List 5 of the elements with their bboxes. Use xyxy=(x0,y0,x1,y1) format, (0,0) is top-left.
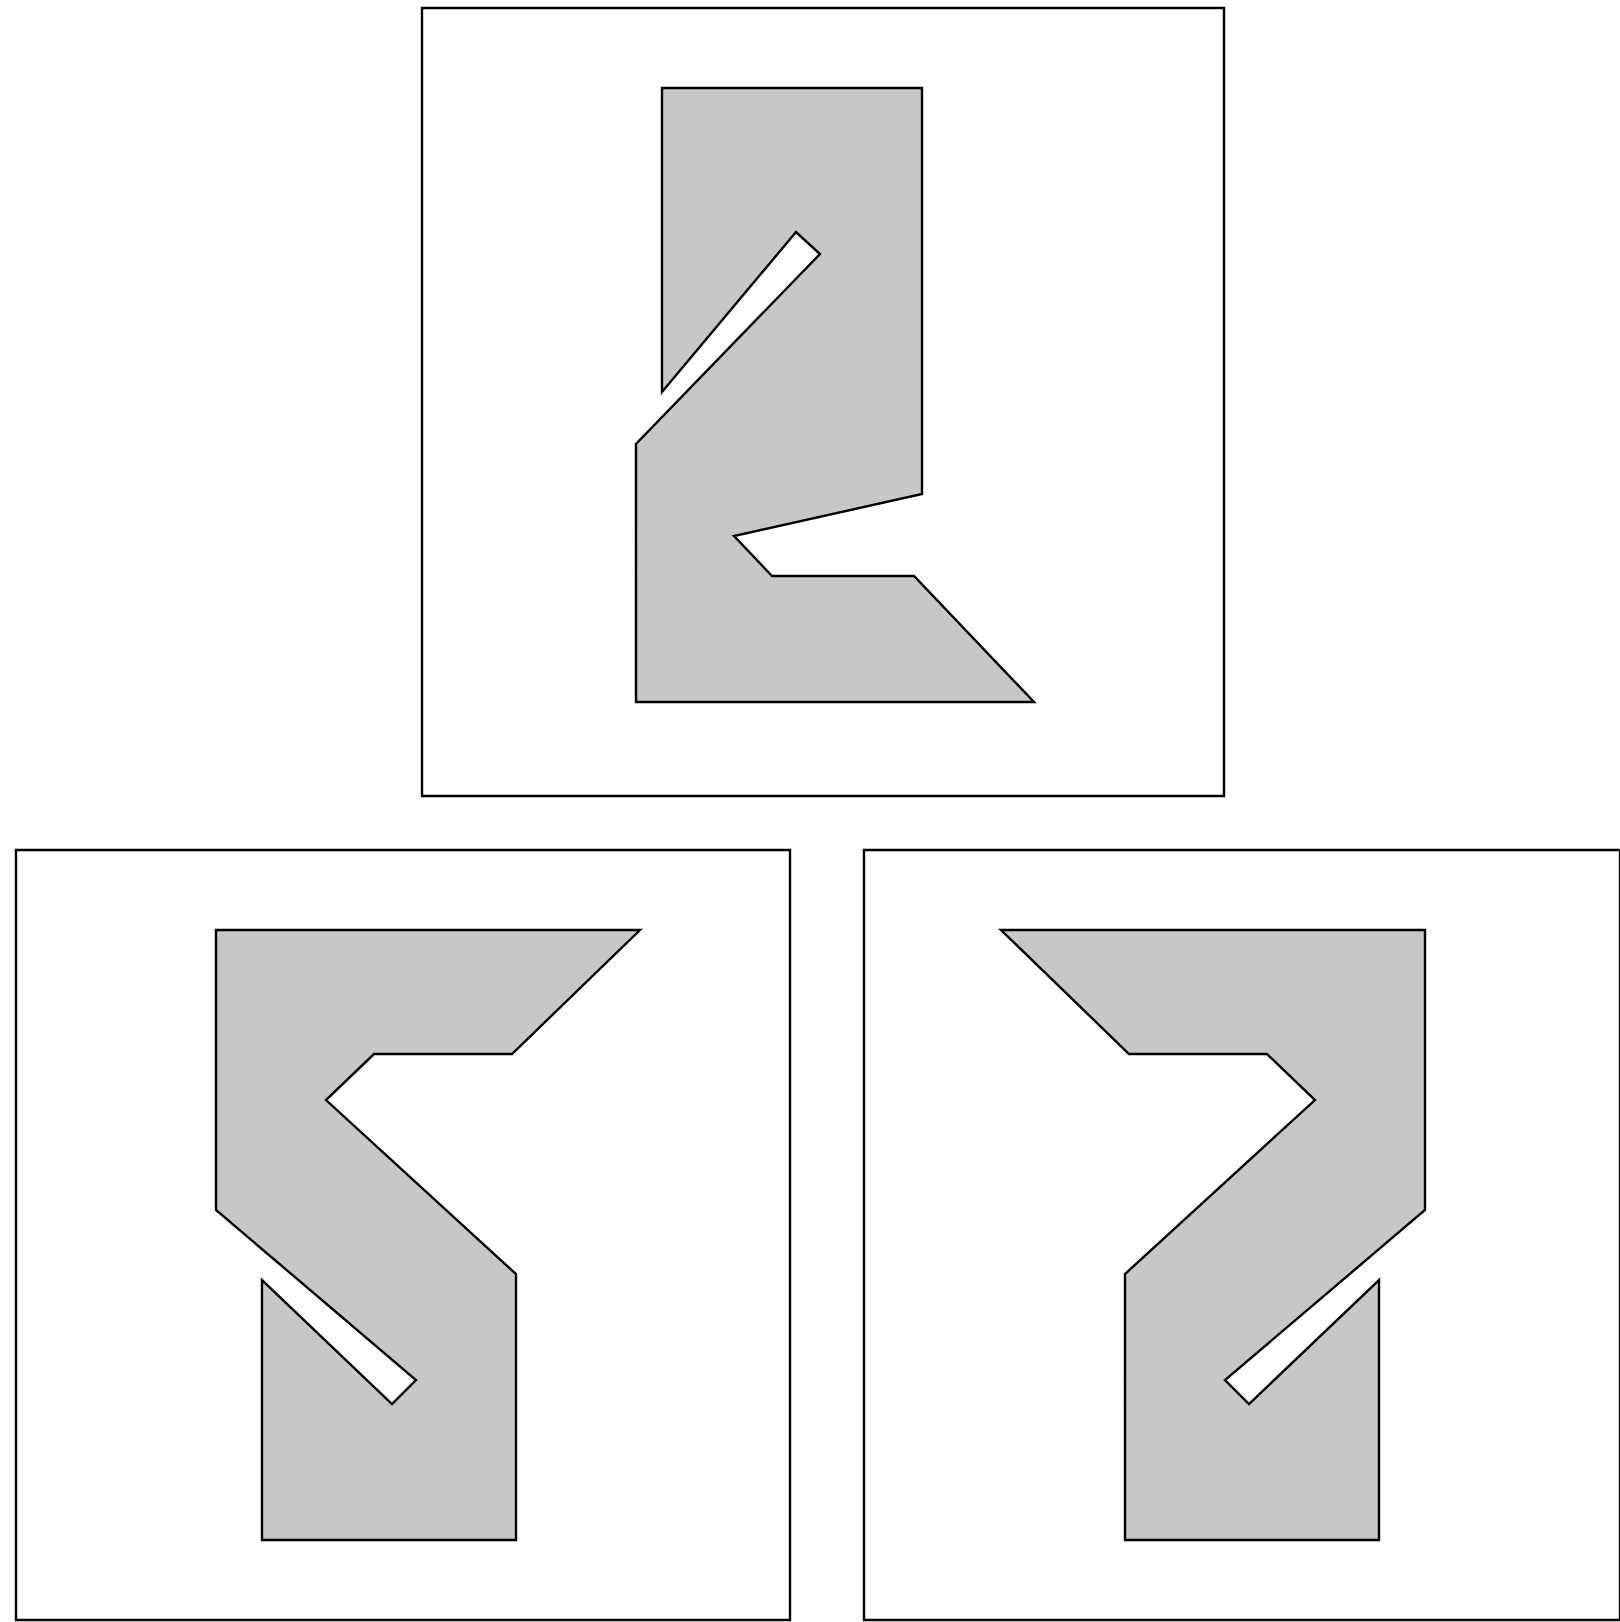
stippled-shape-drawing xyxy=(634,86,1037,704)
stippled-shape-drawing xyxy=(214,928,643,1542)
stippled-shape-drawing xyxy=(998,928,1427,1542)
frame-box xyxy=(420,6,1226,798)
frame-box xyxy=(14,848,792,1622)
